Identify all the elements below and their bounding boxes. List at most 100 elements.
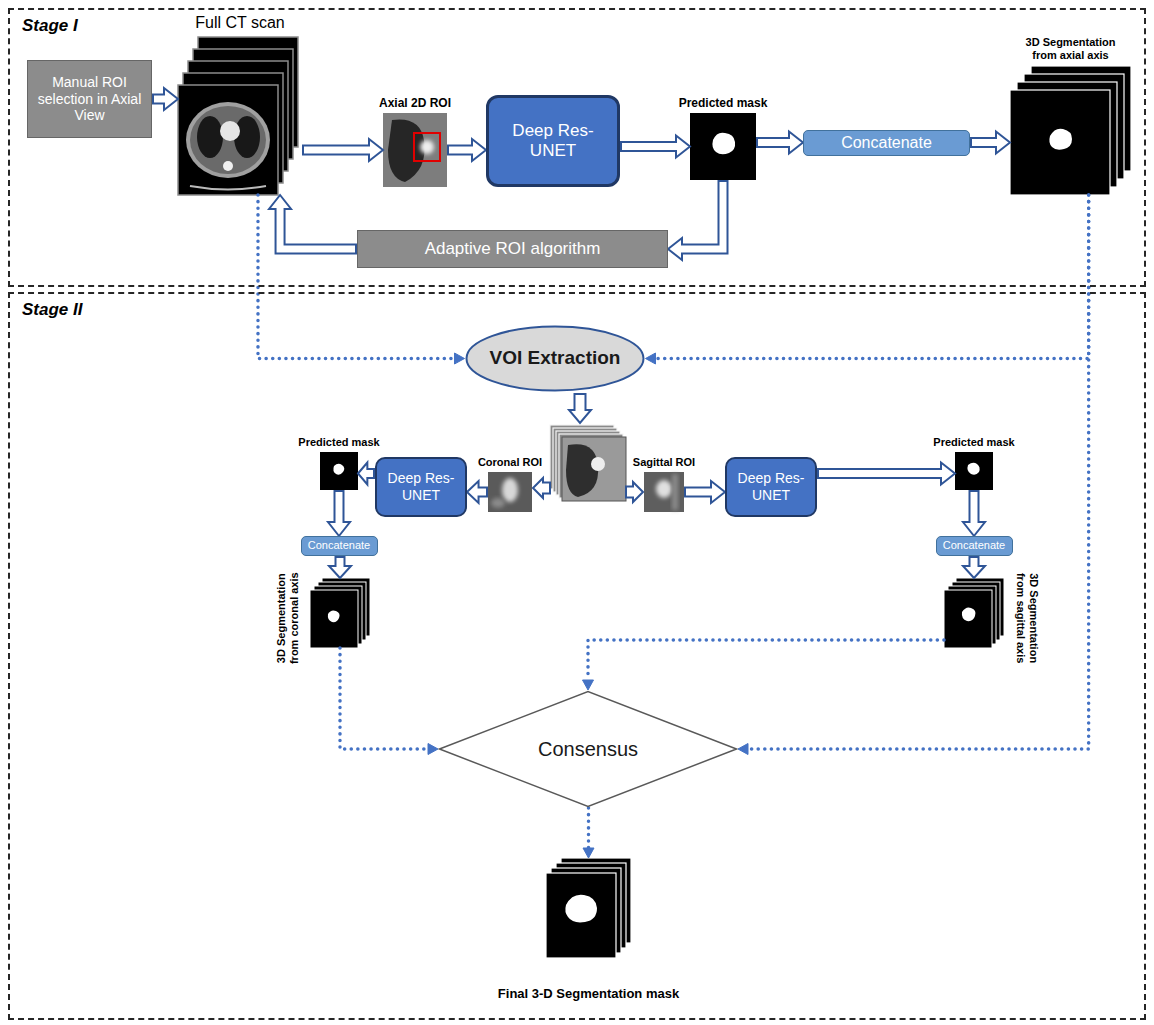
lung	[197, 116, 223, 158]
image-panel: Predicted mask	[955, 452, 993, 490]
dotted-arrow	[340, 648, 438, 755]
lung	[566, 444, 598, 497]
operation-box: Concatenate	[803, 130, 970, 156]
mask-blob	[565, 895, 597, 923]
arrow-shaft	[682, 180, 723, 249]
block-arrow	[302, 139, 383, 161]
body-outline	[186, 102, 270, 178]
roi-box	[414, 133, 440, 161]
shape-label: Consensus	[538, 737, 638, 761]
block-arrow	[569, 394, 591, 423]
image-panel: Axial 2D ROI	[383, 113, 447, 187]
mask-image	[320, 452, 358, 490]
arrow-head	[738, 744, 748, 755]
mask-background	[690, 113, 756, 180]
arrow-shaft-fill	[971, 558, 978, 568]
block-arrow	[970, 132, 1010, 154]
mask-blob	[712, 133, 735, 155]
image-panel: 3D Segmentation from axial axis	[1010, 65, 1131, 195]
nodule	[656, 480, 672, 498]
image-heading: 3D Segmentation from coronal axis	[275, 566, 301, 671]
arrow-shaft-fill	[476, 489, 486, 496]
nodule	[502, 478, 518, 502]
block-arrow	[756, 132, 803, 154]
box-label: Manual ROI selection in Axial View	[36, 74, 144, 124]
mask-blob	[967, 463, 979, 475]
image-heading: 3D Segmentation from sagittal axis	[1013, 566, 1039, 671]
image-heading: Sagittal ROI	[633, 456, 695, 469]
block-arrow	[963, 490, 985, 536]
arrow-shaft-fill	[971, 492, 978, 525]
arrow-shaft-fill	[154, 96, 167, 103]
arrow-shaft	[280, 209, 357, 249]
roi-background	[383, 113, 447, 187]
lung	[388, 119, 425, 182]
ct-slice	[178, 85, 278, 195]
voi-stack	[550, 425, 626, 501]
arrow-shaft-fill	[819, 470, 944, 477]
ct-stack	[178, 37, 298, 195]
dotted-arrow	[583, 640, 945, 690]
mask-stack	[944, 578, 1004, 648]
image-panel: Predicted mask	[320, 452, 358, 490]
block-arrow	[269, 195, 357, 249]
roi-background	[488, 472, 532, 512]
image-panel: Predicted mask	[690, 113, 756, 180]
arrow-shaft-fill	[336, 492, 343, 525]
stage-label: Stage II	[22, 300, 82, 320]
nodule	[591, 457, 605, 471]
image-heading: Predicted mask	[298, 436, 379, 449]
heart	[220, 121, 240, 141]
diamond-shape	[440, 692, 737, 807]
image-heading: Coronal ROI	[478, 456, 542, 469]
process-box: Manual ROI selection in Axial View	[27, 60, 152, 138]
image-heading: 3D Segmentation from axial axis	[1016, 36, 1126, 62]
block-arrow	[626, 482, 643, 502]
spine	[223, 161, 233, 171]
dotted-arrow	[646, 195, 1089, 364]
block-arrow	[152, 88, 178, 110]
dotted-arrow	[583, 808, 594, 858]
stage-label: Stage I	[22, 16, 78, 36]
mask-slice	[310, 590, 358, 648]
arrow-shaft-fill	[365, 470, 373, 477]
mask-background	[320, 452, 358, 490]
arrow-shaft-fill	[280, 207, 355, 250]
mask-slice	[546, 873, 616, 958]
soft-tissue	[190, 106, 266, 174]
sagittal-roi-image	[644, 472, 684, 512]
image-heading: Axial 2D ROI	[379, 96, 451, 110]
operation-box: Concatenate	[301, 536, 378, 556]
network-box: Deep Res-UNET	[725, 457, 817, 517]
nodule	[420, 140, 434, 154]
mask-image	[955, 452, 993, 490]
block-arrow	[963, 556, 985, 578]
block-arrow	[467, 481, 488, 503]
arrow-shaft-fill	[686, 489, 714, 496]
process-box: Adaptive ROI algorithm	[357, 230, 668, 268]
image-heading: Predicted mask	[933, 436, 1014, 449]
arrow-head	[646, 353, 656, 364]
image-heading: Final 3-D Segmentation mask	[498, 986, 679, 1002]
coronal-roi-image	[488, 472, 532, 512]
image-panel: Sagittal ROI	[644, 472, 684, 512]
arrow-shaft	[588, 640, 944, 680]
dotted-arrow	[258, 195, 465, 364]
arrow-shaft-fill	[449, 147, 475, 154]
mask-stack	[310, 578, 370, 648]
arrow-shaft	[340, 648, 428, 749]
mask-blob	[333, 464, 344, 475]
arrow-shaft-fill	[972, 139, 999, 146]
block-arrow	[620, 136, 690, 158]
mask-slice	[944, 590, 992, 648]
block-arrow	[684, 481, 725, 503]
image-panel: Final 3-D Segmentation mask	[546, 858, 631, 958]
image-heading: Predicted mask	[679, 96, 768, 110]
arrow-shaft-fill	[622, 143, 679, 150]
box-label: Concatenate	[943, 539, 1005, 552]
arrow-shaft	[258, 195, 455, 359]
box-label: Deep Res-UNET	[727, 470, 815, 504]
box-label: Deep Res-UNET	[503, 121, 603, 162]
tissue	[491, 498, 505, 508]
